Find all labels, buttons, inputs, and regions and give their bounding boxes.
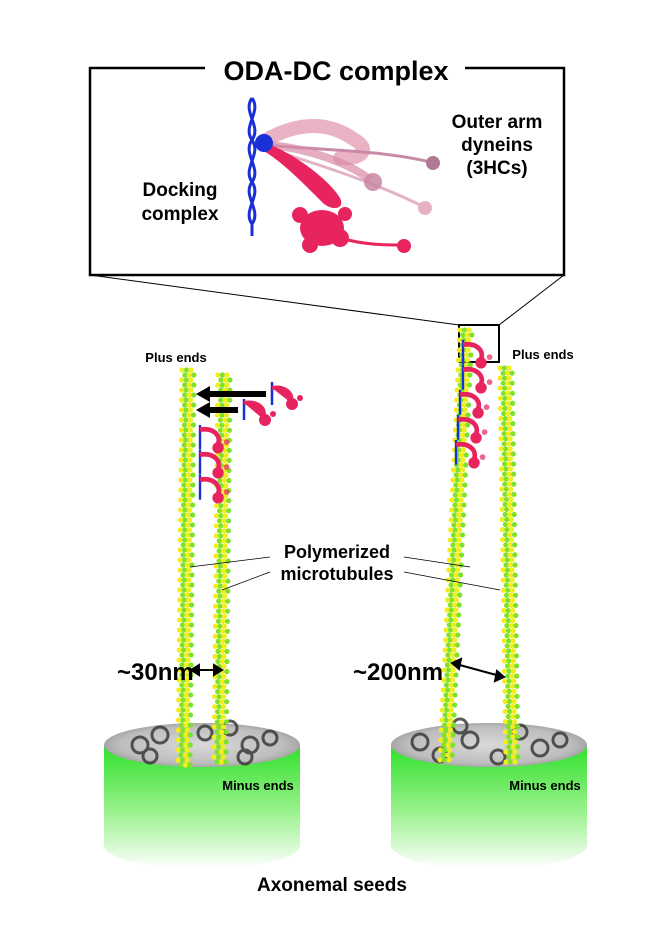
- right-bound-unit: [456, 415, 488, 444]
- zoom-guide-lines: [89, 274, 565, 326]
- right-microtubule-1: [437, 327, 475, 763]
- left-oda-dc-units: [198, 425, 230, 504]
- right-spacing-label: ~200nm: [353, 659, 443, 686]
- binding-arrows: [196, 386, 266, 418]
- left-spacing-arrow: [189, 663, 224, 677]
- free-oda-dc-unit-1: [270, 382, 303, 410]
- right-bound-unit: [461, 365, 493, 394]
- free-oda-dc-unit-2: [242, 399, 276, 426]
- docking-complex-label-1: Docking: [143, 180, 218, 201]
- right-bound-unit: [458, 390, 490, 419]
- polymerized-label-1: Polymerized: [284, 542, 390, 562]
- docking-complex-label-2: complex: [141, 204, 219, 225]
- left-axonemal-seed: [104, 719, 300, 869]
- right-axonemal-seed: [391, 717, 587, 869]
- right-minus-ends-label: Minus ends: [509, 778, 581, 793]
- inset-box: ODA-DC complex: [88, 55, 566, 277]
- inset-title: ODA-DC complex: [223, 56, 448, 86]
- outer-arm-label-2: dyneins: [461, 135, 533, 156]
- axonemal-seeds-label: Axonemal seeds: [257, 875, 407, 896]
- left-minus-ends-label: Minus ends: [222, 778, 294, 793]
- outer-arm-label-1: Outer arm: [452, 112, 543, 133]
- left-bound-unit: [198, 450, 230, 479]
- right-plus-ends-label: Plus ends: [512, 347, 573, 362]
- right-bound-unit: [461, 340, 493, 369]
- right-oda-dc-units: [454, 340, 493, 469]
- right-bound-unit: [454, 440, 486, 469]
- right-spacing-arrow: [450, 657, 506, 683]
- polymerized-label-2: microtubules: [280, 564, 393, 584]
- left-microtubule-1: [175, 367, 197, 768]
- outer-arm-label-3: (3HCs): [466, 158, 527, 179]
- left-bound-unit: [198, 475, 230, 504]
- left-spacing-label: ~30nm: [117, 659, 194, 686]
- left-plus-ends-label: Plus ends: [145, 350, 206, 365]
- docking-complex-helix: [247, 97, 257, 236]
- left-bound-unit: [198, 425, 230, 454]
- outer-arm-dyneins-illustration: [255, 119, 440, 253]
- label-pointer-lines: [189, 556, 501, 591]
- right-microtubule-2: [497, 365, 521, 765]
